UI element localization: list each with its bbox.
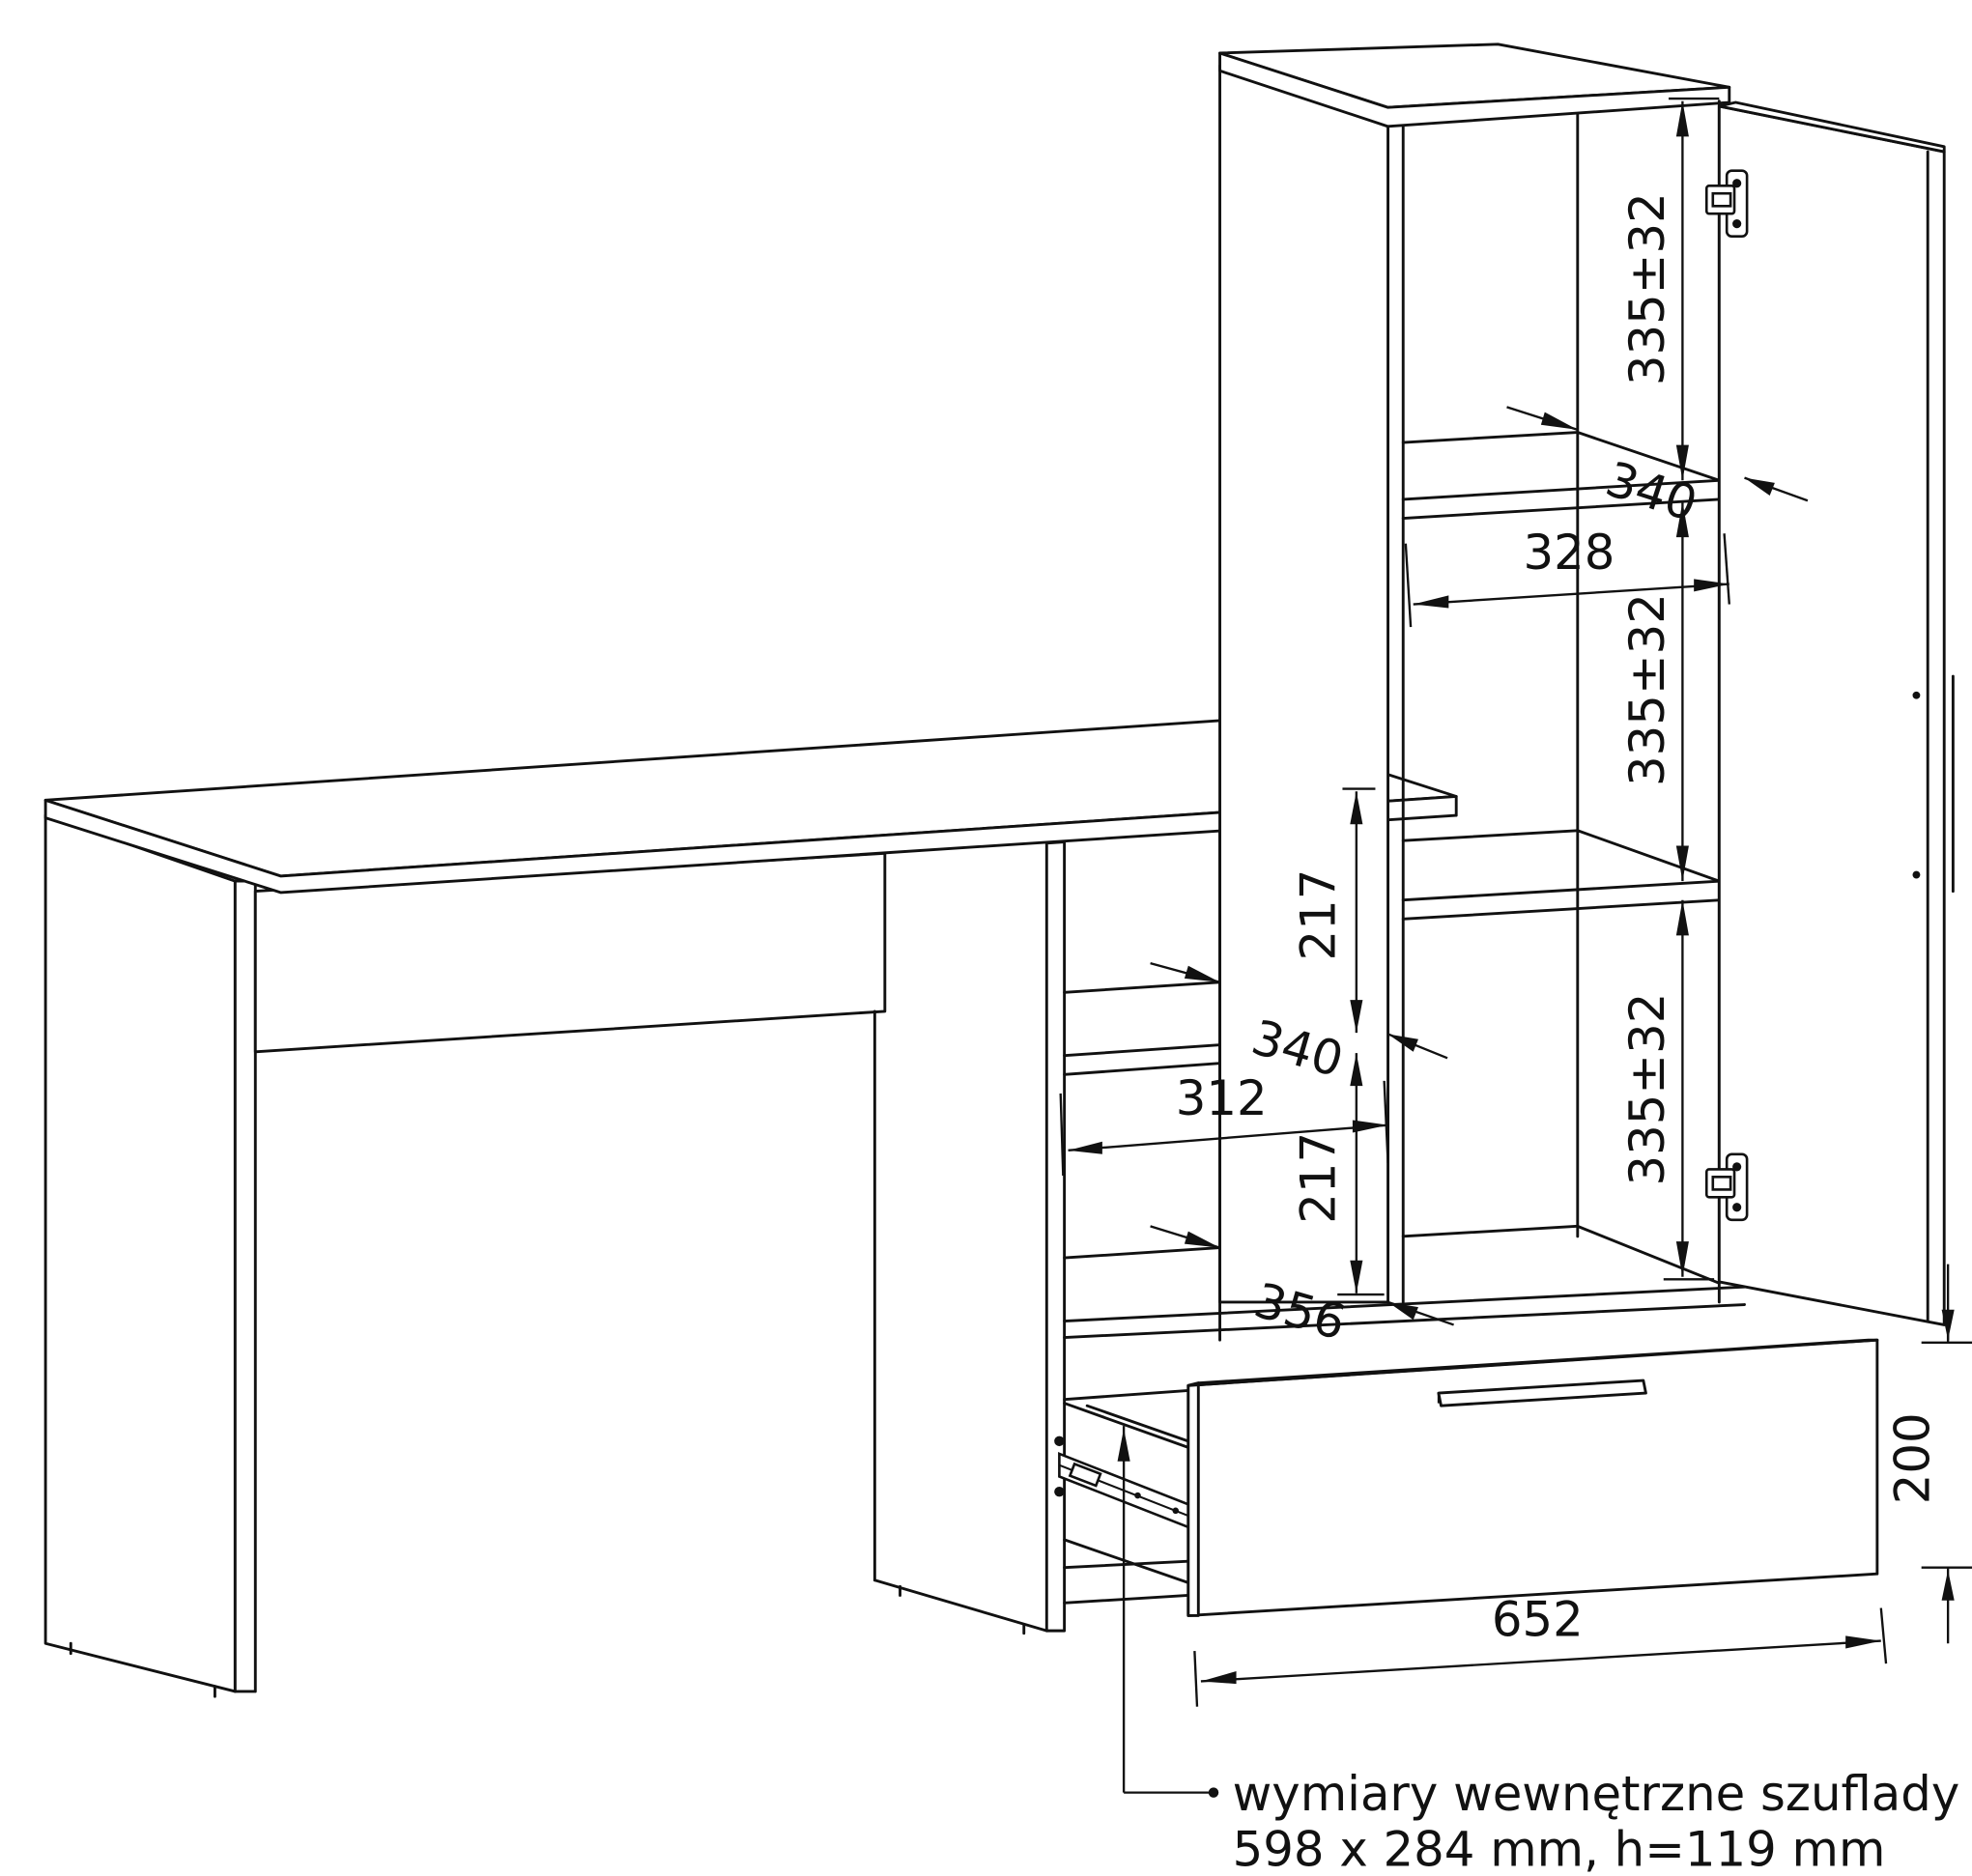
desk	[43, 719, 1458, 1698]
cabinet-door-edge	[1717, 100, 1946, 154]
dim-cabinet-height-top: 335±32	[1619, 192, 1675, 385]
tall-cabinet	[1218, 43, 1955, 1570]
desk-left-leg	[43, 813, 237, 1693]
desk-top-edge	[43, 794, 1458, 895]
drawer-internal-dimensions-note: wymiary wewnętrzne szuflady 598 x 284 mm…	[1233, 1766, 1960, 1876]
desk-left-leg-edge	[233, 879, 257, 1693]
dim-cabinet-height-bottom: 335±32	[1619, 993, 1675, 1186]
desk-unit-side	[1044, 840, 1067, 1633]
dimension-lines	[1059, 97, 1972, 1798]
drawer-front	[1186, 1338, 1879, 1617]
hinge-icon	[1704, 169, 1749, 239]
dim-drawer-width: 652	[1492, 1591, 1584, 1647]
dim-drawer-height: 200	[1885, 1412, 1941, 1504]
cabinet-top-edge	[1218, 51, 1731, 128]
handle-icon	[1437, 1379, 1647, 1407]
note-line-2: 598 x 284 mm, h=119 mm	[1233, 1822, 1886, 1876]
dim-desk-shelf-height-top: 217	[1291, 869, 1347, 961]
dim-cabinet-inner-width: 328	[1524, 525, 1615, 581]
hinge-icon	[1704, 1152, 1749, 1222]
dim-cabinet-height-middle: 335±32	[1619, 593, 1675, 786]
cabinet-door	[1717, 104, 1946, 1326]
dim-cabinet-shelf-depth: 340	[1599, 451, 1703, 532]
note-line-1: wymiary wewnętrzne szuflady	[1233, 1766, 1960, 1822]
drawer	[1054, 1338, 1879, 1617]
dim-desk-shelf-height-bottom: 217	[1291, 1132, 1347, 1224]
dim-desk-inner-width: 312	[1176, 1070, 1268, 1126]
